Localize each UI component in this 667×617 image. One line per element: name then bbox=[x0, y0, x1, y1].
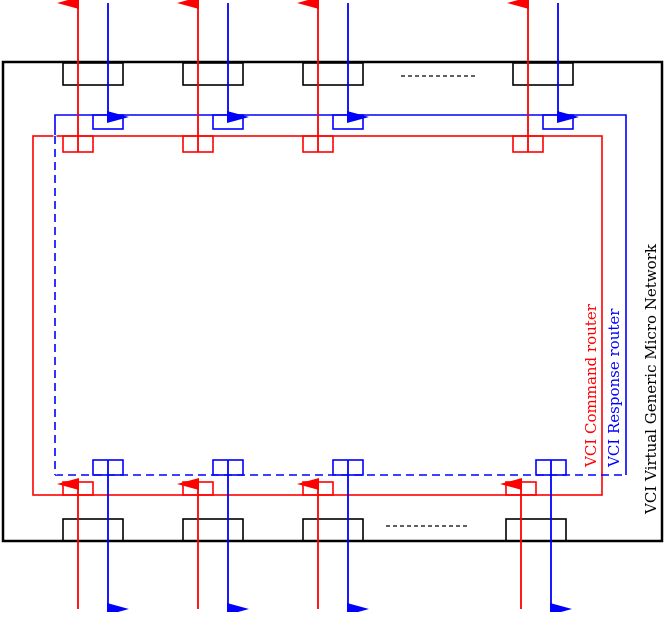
bottom-port-4 bbox=[500, 459, 572, 615]
top-port-box bbox=[62, 62, 124, 86]
top-port-3 bbox=[297, 0, 369, 153]
top-port-4 bbox=[507, 0, 579, 153]
bottom-port-box bbox=[505, 518, 567, 542]
top-port-2 bbox=[177, 0, 249, 153]
response-router-label: VCI Response router bbox=[605, 308, 623, 468]
bottom-port-2 bbox=[177, 459, 249, 615]
bottom-port-box bbox=[302, 518, 364, 542]
top-response-connector bbox=[212, 114, 244, 130]
top-port-box bbox=[302, 62, 364, 86]
network-label: VCI Virtual Generic Micro Network bbox=[642, 243, 660, 515]
top-response-connector bbox=[542, 114, 574, 130]
top-port-box bbox=[512, 62, 574, 86]
bottom-port-box bbox=[62, 518, 124, 542]
bottom-port-box bbox=[182, 518, 244, 542]
command-router-loop bbox=[32, 135, 603, 496]
top-response-connector bbox=[332, 114, 364, 130]
response-router-loop bbox=[54, 114, 627, 475]
top-port-1 bbox=[57, 0, 129, 153]
bottom-port-1 bbox=[57, 459, 129, 615]
bottom-port-3 bbox=[297, 459, 369, 615]
command-router-label: VCI Command router bbox=[582, 303, 600, 468]
top-response-connector bbox=[92, 114, 124, 130]
top-port-box bbox=[182, 62, 244, 86]
